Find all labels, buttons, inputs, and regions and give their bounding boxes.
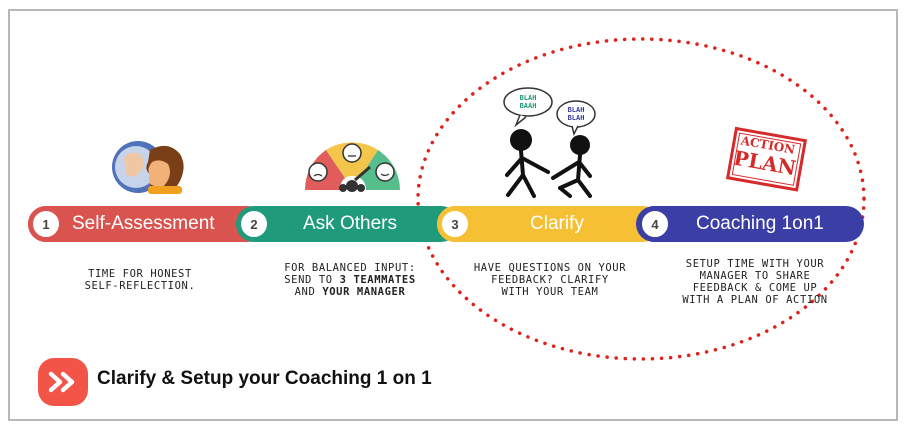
step-4-bar: Coaching 1on1 bbox=[636, 206, 864, 242]
feedback-gauge-icon bbox=[304, 142, 400, 192]
footer-title: Clarify & Setup your Coaching 1 on 1 bbox=[97, 368, 432, 389]
step-3-bar: Clarify bbox=[437, 206, 661, 242]
conversation-icon bbox=[503, 87, 596, 198]
chevrons-badge bbox=[38, 358, 88, 406]
step-3-number: 3 bbox=[437, 206, 473, 242]
step-2-title: Ask Others bbox=[303, 213, 397, 234]
step-1-bar: Self-Assessment bbox=[28, 206, 266, 242]
step-4-title: Coaching 1on1 bbox=[696, 213, 824, 234]
step-2-number: 2 bbox=[236, 206, 272, 242]
self-reflection-icon bbox=[112, 141, 184, 194]
double-chevron-icon bbox=[48, 371, 75, 393]
action-plan-stamp-icon bbox=[725, 126, 808, 192]
step-1-number: 1 bbox=[28, 206, 64, 242]
step-2-bar: Ask Others bbox=[237, 206, 459, 242]
step-3-title: Clarify bbox=[530, 213, 584, 234]
step-1-title: Self-Assessment bbox=[72, 213, 215, 234]
highlight-ellipse bbox=[416, 37, 866, 361]
step-2-description: FOR BALANCED INPUT: SEND TO 3 TEAMMATES … bbox=[284, 262, 416, 298]
step-4-number: 4 bbox=[637, 206, 673, 242]
